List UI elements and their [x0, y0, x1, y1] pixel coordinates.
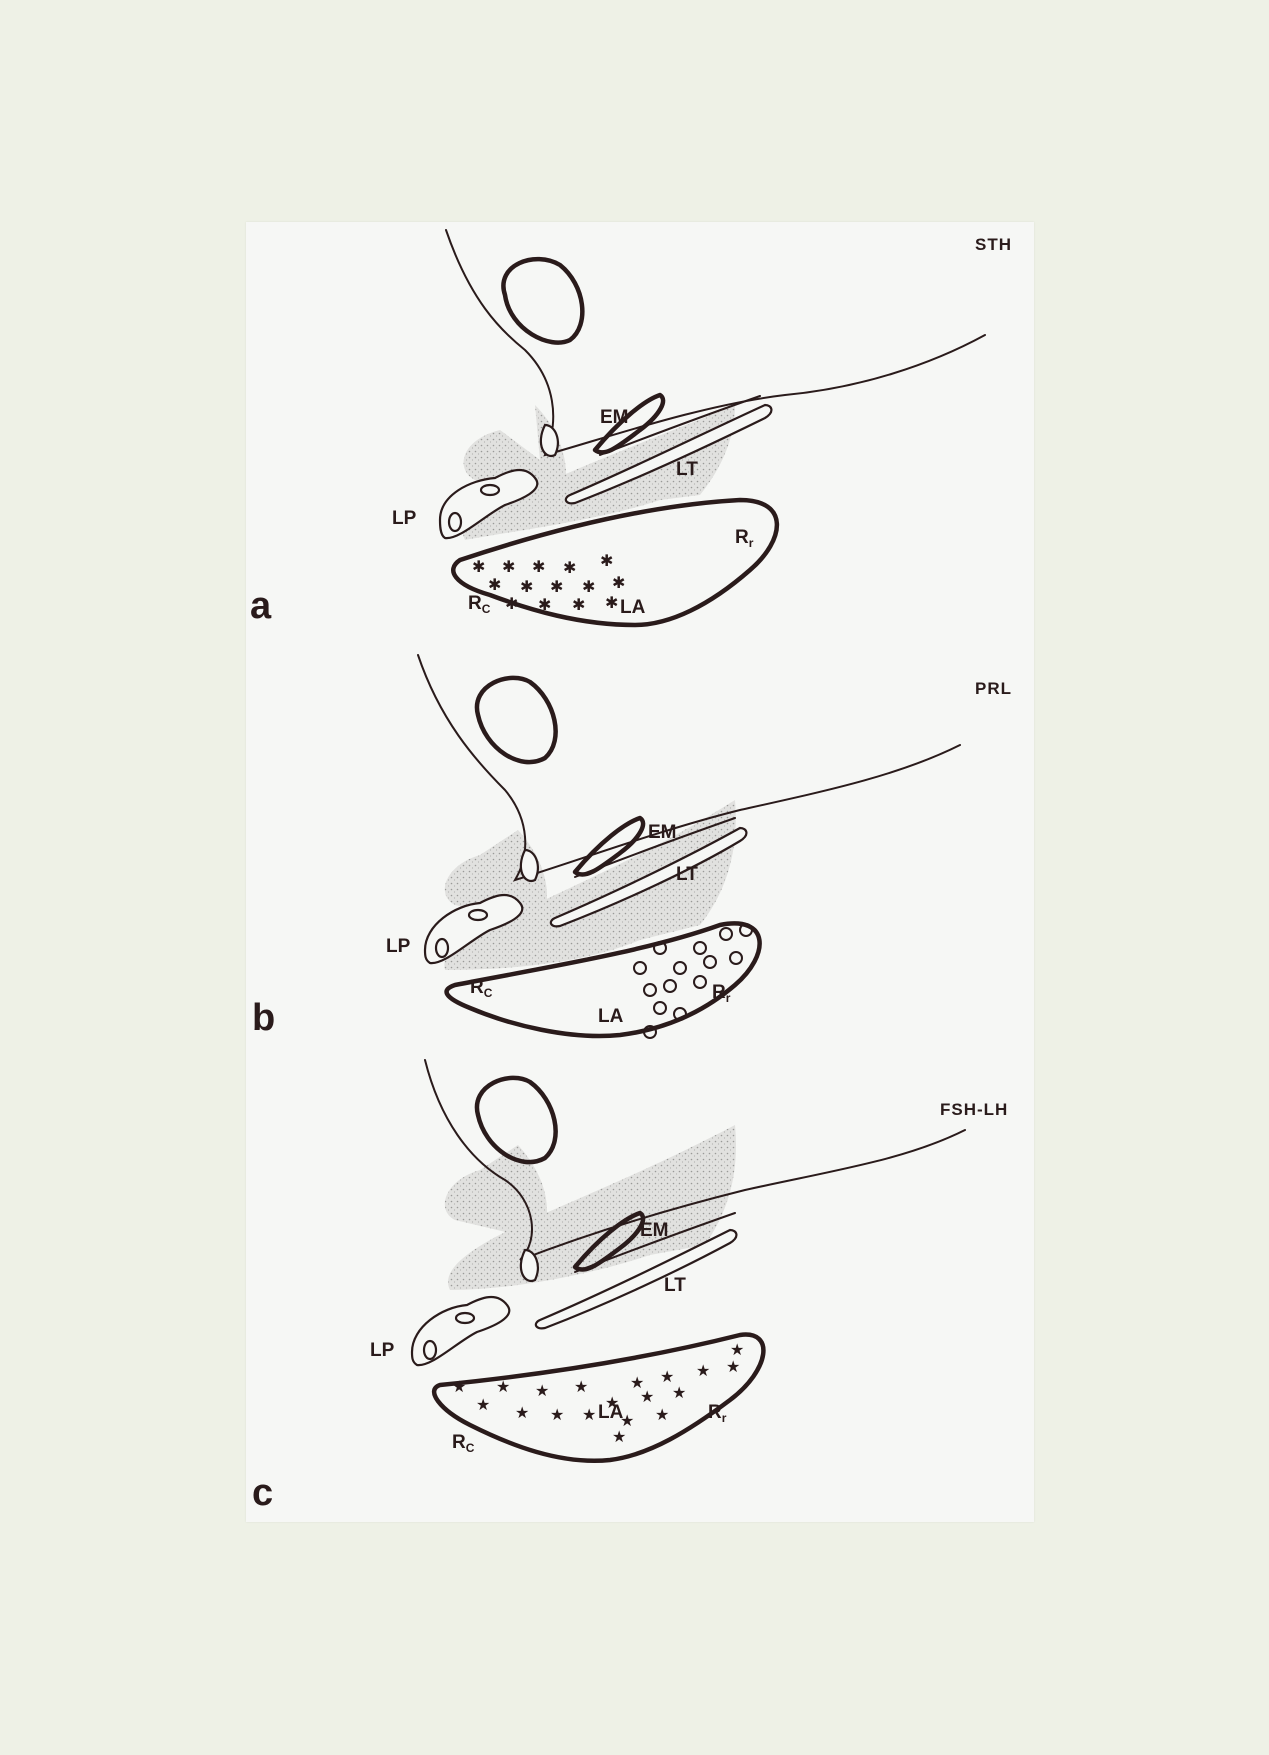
- asterisk-marker: ✱: [605, 593, 618, 612]
- asterisk-marker: ✱: [488, 575, 501, 594]
- label-lt: LT: [676, 459, 698, 480]
- circle-marker: [644, 984, 656, 996]
- label-rr: Rr: [712, 982, 731, 1005]
- star-marker: ★: [582, 1405, 596, 1424]
- optic-oval: [477, 678, 556, 762]
- circle-marker: [664, 980, 676, 992]
- circle-markers: [634, 924, 752, 1038]
- star-marker: ★: [496, 1377, 510, 1396]
- stippled-region: [444, 800, 735, 970]
- optic-oval: [503, 259, 582, 342]
- label-em: EM: [600, 407, 629, 428]
- label-la: LA: [598, 1006, 624, 1027]
- asterisk-marker: ✱: [572, 595, 585, 614]
- star-marker: ★: [605, 1393, 619, 1412]
- asterisk-marker: ✱: [612, 573, 625, 592]
- label-lp: LP: [392, 508, 417, 529]
- lp-cavity: [436, 939, 448, 957]
- asterisk-marker: ✱: [550, 577, 563, 596]
- asterisk-marker: ✱: [520, 577, 533, 596]
- star-marker: ★: [696, 1361, 710, 1380]
- star-marker: ★: [612, 1427, 626, 1446]
- label-em: EM: [640, 1220, 669, 1241]
- circle-marker: [694, 976, 706, 988]
- label-prl: PRL: [975, 679, 1012, 698]
- label-lt: LT: [664, 1275, 686, 1296]
- circle-marker: [694, 942, 706, 954]
- label-lt: LT: [676, 864, 698, 885]
- circle-marker: [674, 962, 686, 974]
- star-marker: ★: [515, 1403, 529, 1422]
- asterisk-markers: ✱ ✱ ✱ ✱ ✱ ✱ ✱ ✱ ✱ ✱ ✱ ✱ ✱ ✱: [472, 551, 625, 614]
- asterisk-marker: ✱: [502, 557, 515, 576]
- panel-b: EM LT LP Rr RC LA PRL b: [252, 655, 1012, 1039]
- star-marker: ★: [655, 1405, 669, 1424]
- asterisk-marker: ✱: [538, 595, 551, 614]
- lp-cavity: [449, 513, 461, 531]
- asterisk-marker: ✱: [582, 577, 595, 596]
- panel-letter-b: b: [252, 997, 275, 1039]
- star-marker: ★: [535, 1381, 549, 1400]
- lp-cavity: [456, 1313, 474, 1323]
- label-lp: LP: [386, 936, 411, 957]
- circle-marker: [654, 1002, 666, 1014]
- panel-a: EM LT LP Rr RC LA STH a ✱ ✱ ✱ ✱ ✱ ✱ ✱ ✱ …: [250, 230, 1012, 627]
- star-marker: ★: [726, 1357, 740, 1376]
- star-marker: ★: [730, 1340, 744, 1359]
- star-marker: ★: [672, 1383, 686, 1402]
- star-marker: ★: [452, 1377, 466, 1396]
- panel-letter-a: a: [250, 585, 272, 627]
- panel-letter-c: c: [252, 1472, 273, 1514]
- label-sth: STH: [975, 235, 1012, 254]
- lp-cavity: [469, 910, 487, 920]
- label-rc: RC: [452, 1432, 475, 1455]
- circle-marker: [704, 956, 716, 968]
- star-marker: ★: [574, 1377, 588, 1396]
- label-em: EM: [648, 822, 677, 843]
- circle-marker: [720, 928, 732, 940]
- label-rr: Rr: [735, 527, 754, 550]
- star-markers: ★ ★ ★ ★ ★ ★ ★ ★ ★ ★ ★ ★ ★ ★ ★ ★ ★ ★ ★: [452, 1340, 744, 1446]
- label-fsh-lh: FSH-LH: [940, 1100, 1008, 1119]
- star-marker: ★: [640, 1387, 654, 1406]
- asterisk-marker: ✱: [505, 594, 518, 613]
- circle-marker: [730, 952, 742, 964]
- small-loop: [541, 425, 558, 456]
- asterisk-marker: ✱: [472, 557, 485, 576]
- asterisk-marker: ✱: [532, 557, 545, 576]
- circle-marker: [634, 962, 646, 974]
- asterisk-marker: ✱: [563, 558, 576, 577]
- panel-c: EM LT LP Rr RC LA FSH-LH c ★ ★ ★ ★ ★ ★ ★…: [252, 1060, 1008, 1514]
- star-marker: ★: [476, 1395, 490, 1414]
- lp-cavity: [424, 1341, 436, 1359]
- asterisk-marker: ✱: [600, 551, 613, 570]
- label-lp: LP: [370, 1340, 395, 1361]
- lp-cavity: [481, 485, 499, 495]
- star-marker: ★: [550, 1405, 564, 1424]
- label-la: LA: [620, 597, 646, 618]
